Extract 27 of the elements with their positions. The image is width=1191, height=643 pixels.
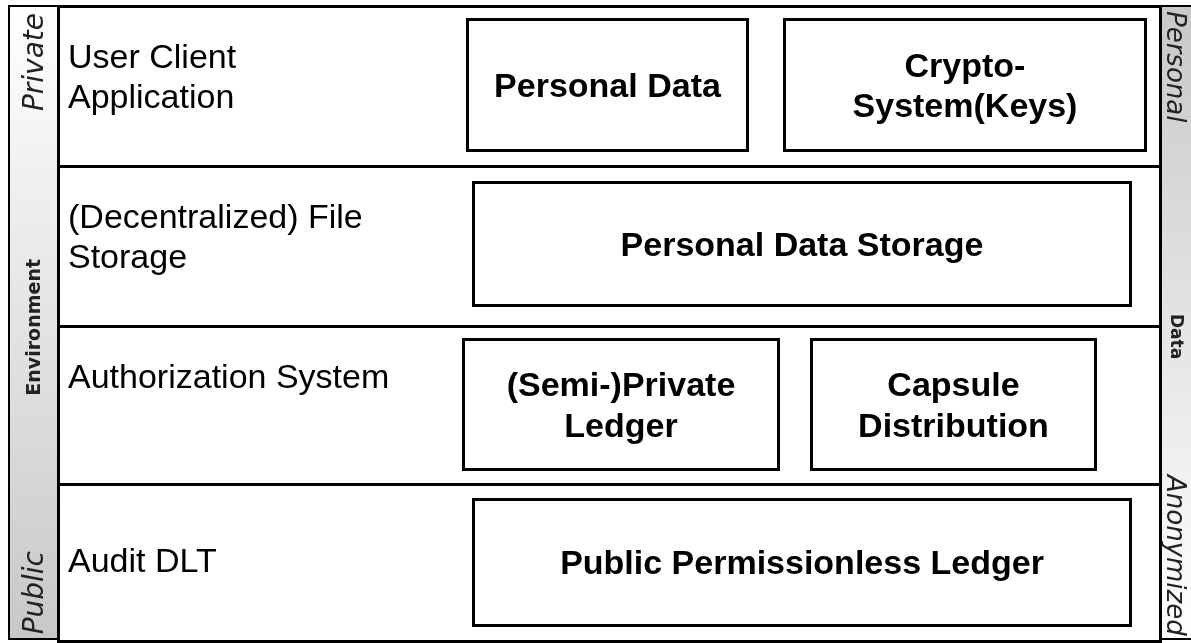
- component-box: [810, 338, 1097, 471]
- component-label: (Semi-)Private Ledger: [505, 364, 737, 445]
- component-label: Capsule Distribution: [857, 364, 1050, 445]
- layer-label: Audit DLT: [68, 540, 217, 581]
- component-label: Crypto-System(Keys): [851, 44, 1079, 126]
- component-box: [472, 498, 1132, 627]
- axis-label: Private: [19, 13, 48, 112]
- layer-band: [57, 325, 1162, 486]
- component-label: Personal Data Storage: [620, 223, 984, 265]
- layer-band: [57, 483, 1162, 643]
- layer-band: [57, 165, 1162, 328]
- component-box: [783, 18, 1147, 152]
- axis-label: Anonymized: [1163, 475, 1189, 636]
- axis-label: Environment: [24, 258, 43, 396]
- axis-label: Personal: [1163, 11, 1189, 123]
- layer-label: Authorization System: [68, 356, 390, 397]
- layer-band: [57, 5, 1162, 168]
- component-label: Public Permissionless Ledger: [560, 542, 1044, 583]
- component-box: [462, 338, 780, 471]
- layer-label: User Client Application: [68, 36, 238, 117]
- axis-label: Public: [19, 550, 48, 634]
- component-box: [466, 18, 749, 152]
- side-band: [8, 5, 59, 640]
- axis-label: Data: [1167, 314, 1185, 360]
- component-box: [472, 181, 1132, 307]
- component-label: Personal Data: [494, 64, 721, 106]
- layer-label: (Decentralized) File Storage: [68, 196, 364, 277]
